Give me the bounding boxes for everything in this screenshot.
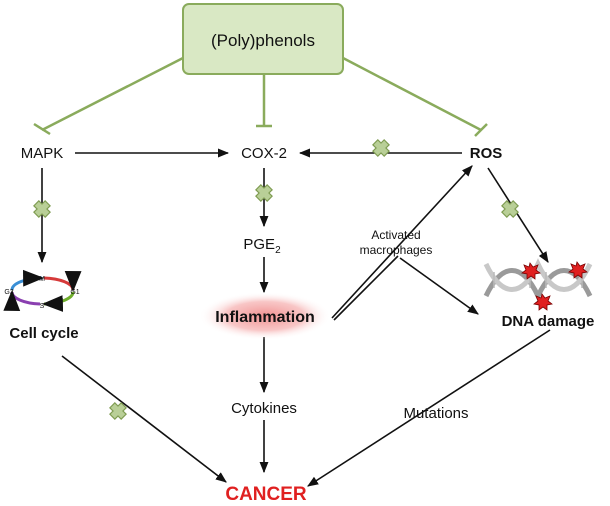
dna-damage-spot-3 (533, 293, 553, 311)
line-inflammation-macrophages (333, 255, 399, 321)
inflammation-glow (199, 292, 331, 340)
inhibit-ros-bar (474, 123, 488, 137)
dna-helix-icon (483, 258, 593, 311)
dna-damage-spot-1 (521, 262, 541, 280)
cell-cycle-icon: M G1 S G2 (3, 269, 82, 312)
cytokines-label: Cytokines (231, 400, 297, 417)
phase-s-label: S (40, 303, 45, 310)
ros-label: ROS (470, 145, 503, 162)
dna-damage-spot-2 (568, 261, 588, 279)
cycle-arc-purple (3, 289, 41, 311)
cycle-arc-red (43, 271, 82, 293)
phase-m-label: M (39, 276, 45, 283)
pge2-label: PGE2 (243, 236, 281, 256)
inflammation-label: Inflammation (215, 309, 315, 326)
cross-cellcycle-cancer (106, 399, 130, 423)
dna-damage-label: DNA damage (502, 313, 595, 330)
macrophages-label: macrophages (360, 243, 433, 257)
mapk-label: MAPK (21, 145, 64, 162)
cancer-label: CANCER (225, 484, 307, 505)
phase-g2-label: G2 (4, 289, 13, 296)
arrow-cellcycle-cancer (61, 355, 227, 483)
cell-cycle-label: Cell cycle (9, 325, 78, 342)
activated-label: Activated (371, 228, 420, 242)
arrow-macrophages-dnadamage (399, 257, 479, 315)
polyphenols-label: (Poly)phenols (211, 31, 315, 50)
inhibition-lines (33, 56, 488, 137)
inhibit-ros-line (342, 56, 482, 132)
mutations-label: Mutations (403, 405, 468, 422)
inhibit-mapk-line (41, 56, 184, 132)
cox2-label: COX-2 (241, 145, 287, 162)
inhibit-mapk-bar (33, 122, 51, 136)
arrow-ros-dnadamage (487, 167, 549, 263)
cycle-arc-blue (10, 269, 45, 291)
cycle-arc-green (41, 291, 75, 312)
phase-g1-label: G1 (70, 289, 79, 296)
arrow-dnadamage-cancer (307, 329, 551, 487)
cross-ros-cox2 (369, 136, 393, 160)
arrow-inflammation-ros (331, 165, 473, 319)
